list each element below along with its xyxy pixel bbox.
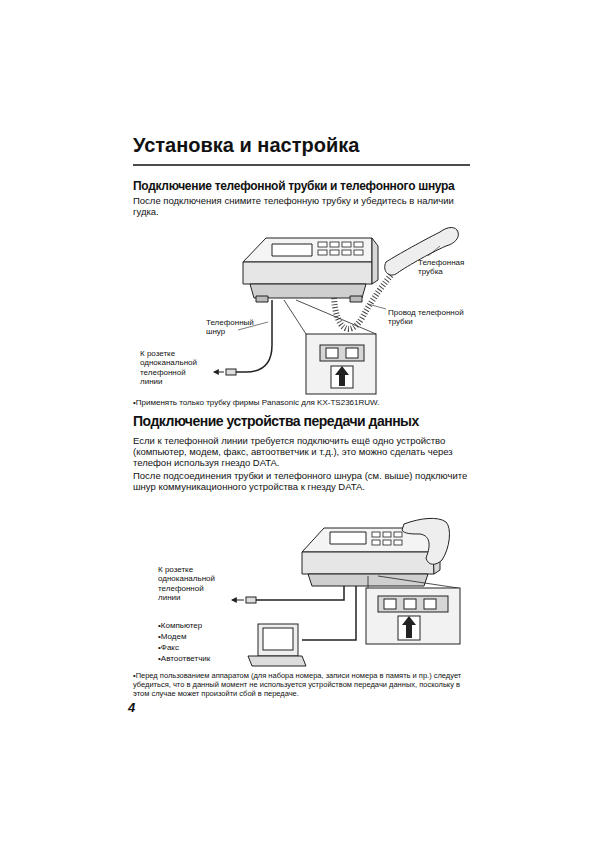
body-text: После подключения снимите телефонную тру… [133,195,463,217]
line-cord-2 [256,586,344,600]
inset-leaders-1 [284,300,376,334]
part-label: Телефонная трубка [418,258,480,277]
note: •Применять только трубку фирмы Panasonic… [133,398,473,407]
phone-base-1 [243,238,378,302]
note: •Перед пользованием аппаратом (для набор… [133,672,468,699]
data-cord [302,586,356,640]
section-heading: Подключение устройства передачи данных [133,413,478,430]
plug-2 [246,597,256,603]
part-label: К розетке одноканальной телефонной линии [140,349,210,387]
inset-leaders-2 [368,576,458,588]
page-title: Установка и настройка [133,134,473,158]
computer [248,624,306,666]
keypad-1 [318,242,363,255]
jack-inset-1 [306,334,376,394]
title-rule [133,164,470,166]
arrow-1 [214,372,224,373]
coil-cord-1 [334,274,392,329]
part-label: Телефонный шнур [206,318,266,337]
section-heading: Подключение телефонной трубки и телефонн… [133,179,478,193]
keypad-2 [372,532,402,545]
page-number: 4 [128,700,148,715]
label-leaders-1 [238,246,440,330]
part-label: Провод телефонной трубки [388,308,478,327]
device-label: •Факс [158,643,238,652]
device-label: •Модем [158,632,238,641]
line-cord-1 [236,300,272,372]
body-text: После подсоединения трубки и телефонного… [133,470,468,492]
part-label: К розетке одноканальной телефонной линии [158,565,228,603]
handset-2 [402,518,449,564]
body-text: Если к телефонной линии требуется подклю… [133,435,468,469]
jack-inset-2 [366,588,460,644]
arrow-2 [232,600,244,601]
phone-base-2 [302,528,440,586]
plug-1 [226,369,236,375]
device-label: •Компьютер [158,621,238,630]
device-label: •Автоответчик [158,654,238,663]
